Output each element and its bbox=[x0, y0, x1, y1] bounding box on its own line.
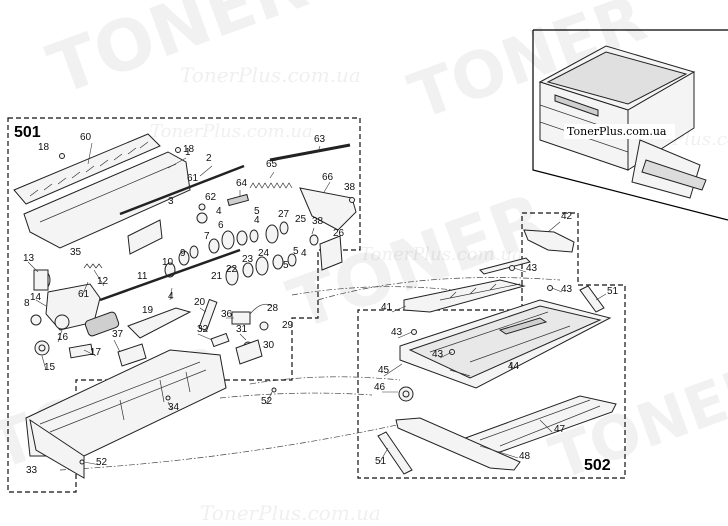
part-number-label: 12 bbox=[97, 276, 109, 287]
part-labels-502: 42 43 43 51 41 43 45 43 44 46 47 48 51 bbox=[374, 211, 619, 467]
group-502-outline bbox=[357, 212, 626, 479]
part-number-label: 46 bbox=[374, 382, 386, 393]
part-number-label: 18 bbox=[38, 142, 50, 153]
part-number-label: 31 bbox=[236, 324, 248, 335]
watermark-site: TonerPlus.com.ua bbox=[150, 121, 313, 142]
brand-label-box bbox=[564, 124, 675, 139]
part-number-label: 48 bbox=[519, 451, 531, 462]
part-number-label: 7 bbox=[204, 231, 210, 242]
part-number-label: 17 bbox=[90, 347, 102, 358]
part-number-label: 4 bbox=[254, 215, 260, 226]
group-502-title: 502 bbox=[584, 457, 611, 474]
part-number-label: 11 bbox=[137, 271, 148, 282]
part-number-label: 19 bbox=[142, 305, 154, 316]
part-number-label: 30 bbox=[263, 340, 275, 351]
part-shape bbox=[13, 133, 161, 205]
part-number-label: 5 bbox=[254, 206, 260, 217]
part-number-label: 2 bbox=[206, 153, 212, 164]
part-number-label: 66 bbox=[322, 172, 334, 183]
part-number-label: 47 bbox=[554, 424, 566, 435]
part-number-label: 37 bbox=[112, 329, 124, 340]
part-number-label: 65 bbox=[266, 159, 278, 170]
part-number-label: 28 bbox=[267, 303, 279, 314]
part-number-label: 25 bbox=[295, 214, 307, 225]
part-number-label: 9 bbox=[180, 248, 186, 259]
part-shape bbox=[25, 349, 227, 457]
part-number-label: 1 bbox=[185, 147, 191, 158]
part-number-label: 20 bbox=[194, 297, 206, 308]
part-number-label: 13 bbox=[23, 253, 35, 264]
part-number-label: 27 bbox=[278, 209, 290, 220]
part-number-label: 4 bbox=[168, 291, 174, 302]
group-outlines bbox=[7, 117, 626, 493]
part-number-label: 16 bbox=[57, 332, 69, 343]
group-502-parts bbox=[377, 221, 617, 475]
gear-row bbox=[164, 224, 319, 286]
part-number-label: 62 bbox=[205, 192, 217, 203]
part-number-label: 3 bbox=[168, 196, 174, 207]
part-number-label: 26 bbox=[333, 228, 345, 239]
part-number-label: 24 bbox=[258, 248, 270, 259]
part-number-label: 10 bbox=[162, 257, 174, 268]
part-number-label: 15 bbox=[44, 362, 56, 373]
part-number-label: 43 bbox=[391, 327, 403, 338]
part-number-label: 43 bbox=[432, 349, 444, 360]
group-501-outline bbox=[7, 117, 361, 493]
part-shape bbox=[395, 417, 521, 471]
part-number-label: 14 bbox=[30, 292, 42, 303]
part-number-label: 4 bbox=[216, 206, 222, 217]
group-501-parts bbox=[13, 133, 357, 479]
part-number-label: 6 bbox=[218, 220, 224, 231]
part-number-label: 35 bbox=[70, 247, 82, 258]
part-number-label: 32 bbox=[197, 324, 209, 335]
part-number-label: 51 bbox=[607, 286, 619, 297]
part-number-label: 42 bbox=[561, 211, 573, 222]
part-number-label: 52 bbox=[261, 396, 273, 407]
watermark-site: TonerPlus.com.ua bbox=[180, 63, 361, 87]
watermark-site: TonerPlus.com.ua bbox=[200, 501, 381, 525]
part-number-label: 63 bbox=[314, 134, 326, 145]
part-number-label: 21 bbox=[211, 271, 223, 282]
part-number-label: 36 bbox=[221, 309, 233, 320]
part-number-label: 43 bbox=[526, 263, 538, 274]
part-number-label: 8 bbox=[24, 298, 30, 309]
part-number-label: 22 bbox=[226, 264, 238, 275]
part-number-label: 52 bbox=[96, 457, 108, 468]
copier-inset: TonerPlus.com.ua bbox=[532, 29, 728, 221]
part-number-label: 5 bbox=[293, 246, 299, 257]
part-number-label: 44 bbox=[508, 361, 520, 372]
watermark-site: TonerPlus.com.ua bbox=[360, 244, 523, 265]
part-number-label: 4 bbox=[301, 248, 307, 259]
part-number-label: 60 bbox=[80, 132, 92, 143]
part-number-label: 64 bbox=[236, 178, 248, 189]
part-number-label: 33 bbox=[26, 465, 38, 476]
part-number-label: 38 bbox=[344, 182, 356, 193]
watermark-toner: TONER bbox=[38, 0, 317, 111]
part-number-label: 38 bbox=[312, 216, 324, 227]
brand-label: TonerPlus.com.ua bbox=[567, 125, 667, 138]
part-number-label: 61 bbox=[78, 289, 90, 300]
part-number-label: 41 bbox=[381, 302, 393, 313]
part-number-label: 45 bbox=[378, 365, 390, 376]
part-number-label: 23 bbox=[242, 254, 254, 265]
part-number-label: 29 bbox=[282, 320, 294, 331]
part-number-label: 43 bbox=[561, 284, 573, 295]
group-501-title: 501 bbox=[14, 124, 41, 141]
part-number-label: 18 bbox=[183, 144, 195, 155]
part-number-label: 34 bbox=[168, 402, 180, 413]
part-number-label: 61 bbox=[187, 173, 199, 184]
part-number-label: 51 bbox=[375, 456, 387, 467]
part-number-label: 5 bbox=[283, 260, 289, 271]
